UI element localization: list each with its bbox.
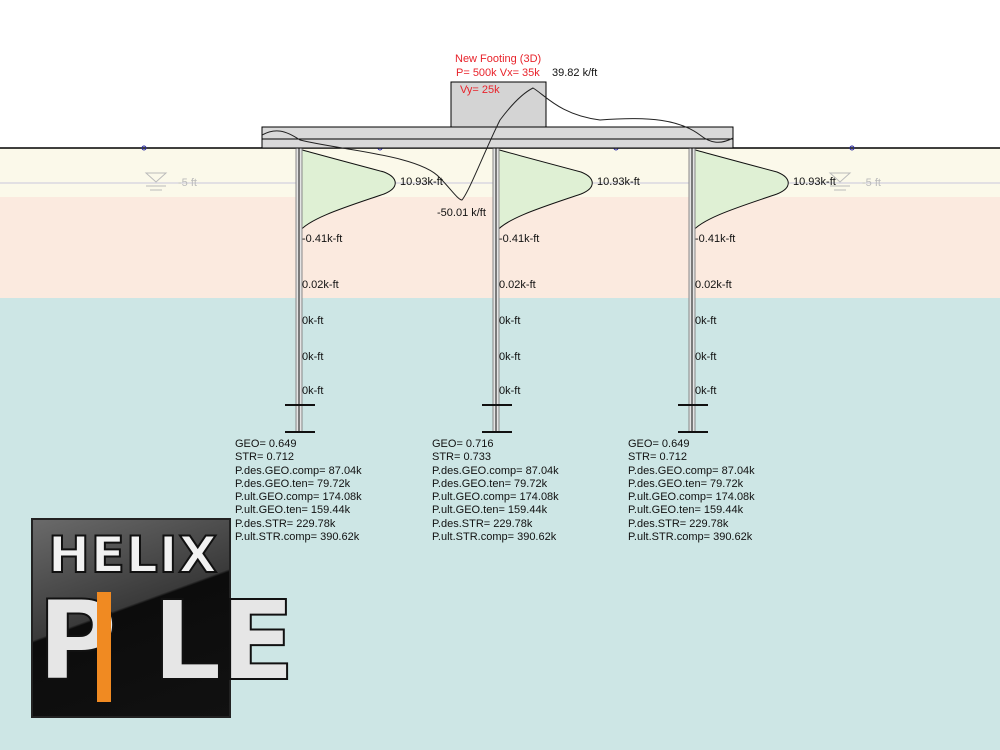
moment-label: 10.93k-ft xyxy=(597,176,640,188)
moment-label: 0k-ft xyxy=(695,351,717,363)
pile-result-line: P.des.GEO.comp= 87.04k xyxy=(235,464,362,477)
moment-label: 0k-ft xyxy=(302,315,324,327)
pile-result-line: GEO= 0.716 xyxy=(432,438,494,450)
moment-label: -0.41k-ft xyxy=(695,233,736,245)
pile-result-line: P.ult.STR.comp= 390.62k xyxy=(432,531,557,544)
pile-1[interactable] xyxy=(285,147,396,433)
footing-load-p-vx: P= 500k Vx= 35k xyxy=(456,67,540,79)
pile-result-line: STR= 0.712 xyxy=(628,451,688,464)
pile-result-line: P.ult.STR.comp= 390.62k xyxy=(628,531,753,544)
moment-label: -0.41k-ft xyxy=(499,233,540,245)
min-shear-label: -50.01 k/ft xyxy=(437,207,486,219)
pile-result-line: P.des.STR= 229.78k xyxy=(432,517,533,530)
shear-diagram-curve xyxy=(261,87,734,201)
moment-label: -0.41k-ft xyxy=(302,233,343,245)
pile-result-line: P.des.GEO.ten= 79.72k xyxy=(235,477,351,490)
pile-result-line: GEO= 0.649 xyxy=(628,438,690,450)
pile-result-line: P.des.GEO.comp= 87.04k xyxy=(628,464,755,477)
logo-text-pile: P LE xyxy=(36,576,296,706)
pile-result-line: P.des.GEO.ten= 79.72k xyxy=(432,477,548,490)
pile-result-line: STR= 0.733 xyxy=(432,451,492,464)
helix-pile-logo: HELIX P LE xyxy=(31,518,296,718)
pile-result-line: P.ult.GEO.comp= 174.08k xyxy=(235,491,362,504)
moment-label: 0.02k-ft xyxy=(695,279,732,291)
pile-result-line: P.des.STR= 229.78k xyxy=(235,517,336,530)
moment-label: 10.93k-ft xyxy=(793,176,836,188)
footing-load-vy: Vy= 25k xyxy=(460,84,500,96)
pile-result-line: P.ult.GEO.ten= 159.44k xyxy=(235,504,351,517)
moment-label: 0k-ft xyxy=(499,315,521,327)
pile-result-line: P.ult.GEO.comp= 174.08k xyxy=(432,491,559,504)
moment-label: 0k-ft xyxy=(695,385,717,397)
water-table-depth-right: -5 ft xyxy=(862,177,881,189)
max-shear-label: 39.82 k/ft xyxy=(552,67,598,79)
moment-label: 10.93k-ft xyxy=(400,176,443,188)
pile-result-line: GEO= 0.649 xyxy=(235,438,297,450)
moment-label: 0k-ft xyxy=(302,385,324,397)
water-table-icon-left xyxy=(144,172,168,191)
footing-title: New Footing (3D) xyxy=(455,53,542,65)
moment-label: 0k-ft xyxy=(695,315,717,327)
pile-result-line: STR= 0.712 xyxy=(235,451,295,464)
pile-result-line: P.ult.GEO.ten= 159.44k xyxy=(432,504,548,517)
logo-text-helix: HELIX xyxy=(47,525,218,585)
moment-label: 0.02k-ft xyxy=(302,279,339,291)
moment-label: 0k-ft xyxy=(499,351,521,363)
pile-result-line: P.des.GEO.comp= 87.04k xyxy=(432,464,559,477)
moment-label: 0.02k-ft xyxy=(499,279,536,291)
water-table-depth-left: -5 ft xyxy=(178,177,197,189)
pile-result-line: P.ult.GEO.comp= 174.08k xyxy=(628,491,755,504)
pile-cap[interactable] xyxy=(261,126,734,149)
pile-result-line: P.ult.GEO.ten= 159.44k xyxy=(628,504,744,517)
moment-label: 0k-ft xyxy=(499,385,521,397)
pile-result-line: P.ult.STR.comp= 390.62k xyxy=(235,531,360,544)
moment-label: 0k-ft xyxy=(302,351,324,363)
helix-screw-icon xyxy=(97,592,111,702)
pile-result-line: P.des.STR= 229.78k xyxy=(628,517,729,530)
pile-result-line: P.des.GEO.ten= 79.72k xyxy=(628,477,744,490)
water-table-icon-right xyxy=(828,172,852,191)
